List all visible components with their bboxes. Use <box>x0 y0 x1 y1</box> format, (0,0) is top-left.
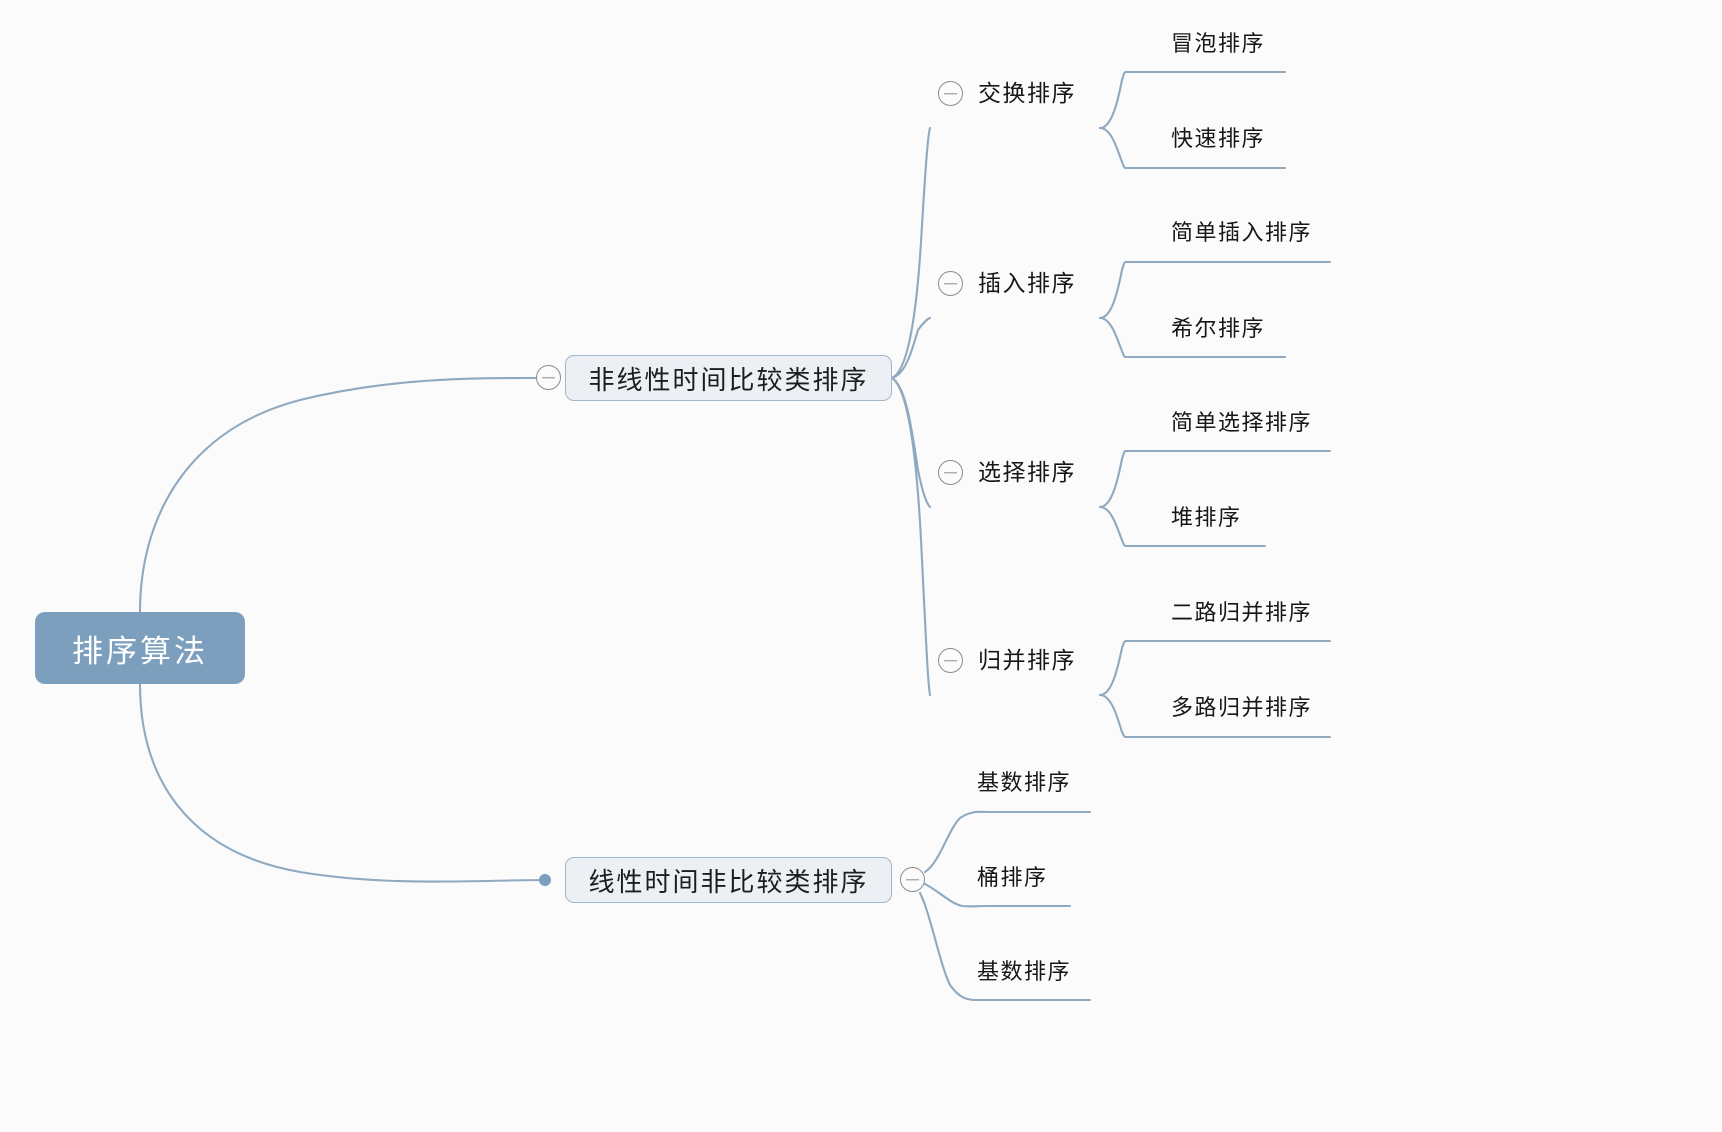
edge-insertion-to-jiandan <box>1098 260 1128 320</box>
leaf-node-bubble-sort[interactable]: 冒泡排序 <box>1171 31 1266 56</box>
edge-nonlinear-to-exchange <box>890 126 932 380</box>
branch-node-nonlinear-label: 非线性时间比较类排序 <box>588 365 869 395</box>
root-node-label: 排序算法 <box>72 633 208 669</box>
branch-node-nonlinear[interactable]: 非线性时间比较类排序 <box>565 355 892 401</box>
edge-linear-to-jishu1 <box>923 810 992 874</box>
edge-selection-to-jiandan <box>1098 449 1128 509</box>
root-node[interactable]: 排序算法 <box>35 612 245 684</box>
collapse-toggle-insertion-minus-circle-icon[interactable] <box>938 271 963 296</box>
leaf-node-shell-sort[interactable]: 希尔排序 <box>1171 316 1266 341</box>
edge-merge-to-duolu <box>1098 693 1128 739</box>
subbranch-node-selection[interactable]: 选择排序 <box>978 460 1076 485</box>
edge-insertion-to-xier <box>1098 316 1128 359</box>
leaf-node-multi-way-merge-sort[interactable]: 多路归并排序 <box>1171 695 1313 720</box>
branch-node-linear-label: 线性时间非比较类排序 <box>588 867 869 897</box>
edge-nonlinear-to-merge <box>890 376 932 697</box>
edge-nonlinear-to-selection <box>890 376 932 509</box>
collapse-toggle-merge-minus-circle-icon[interactable] <box>938 648 963 673</box>
leaf-node-heap-sort[interactable]: 堆排序 <box>1171 505 1242 530</box>
leaf-node-simple-insertion-sort[interactable]: 简单插入排序 <box>1171 220 1313 245</box>
edge-nonlinear-to-insertion <box>890 316 932 380</box>
leaf-node-two-way-merge-sort[interactable]: 二路归并排序 <box>1171 600 1313 625</box>
branch-node-linear[interactable]: 线性时间非比较类排序 <box>565 857 892 903</box>
edge-exchange-to-kuaisu <box>1098 126 1128 170</box>
collapse-toggle-exchange-minus-circle-icon[interactable] <box>938 81 963 106</box>
edge-root-to-linear <box>138 682 547 883</box>
subbranch-node-exchange[interactable]: 交换排序 <box>978 81 1076 106</box>
leaf-node-radix-sort-2[interactable]: 基数排序 <box>977 959 1072 984</box>
leaf-node-bucket-sort[interactable]: 桶排序 <box>977 865 1048 890</box>
edge-merge-to-erlu <box>1098 639 1128 697</box>
connector-dot-linear <box>539 874 551 886</box>
edge-linear-to-jishu2 <box>918 891 977 1002</box>
edge-exchange-to-maopao <box>1098 70 1128 130</box>
edge-selection-to-dui <box>1098 505 1128 548</box>
subbranch-node-insertion[interactable]: 插入排序 <box>978 271 1076 296</box>
collapse-toggle-nonlinear-minus-circle-icon[interactable] <box>536 365 561 390</box>
edge-root-to-nonlinear <box>138 376 538 614</box>
collapse-toggle-linear-minus-circle-icon[interactable] <box>900 867 925 892</box>
leaf-node-simple-selection-sort[interactable]: 简单选择排序 <box>1171 410 1313 435</box>
leaf-node-quick-sort[interactable]: 快速排序 <box>1171 126 1266 151</box>
leaf-node-radix-sort-1[interactable]: 基数排序 <box>977 770 1072 795</box>
subbranch-node-merge[interactable]: 归并排序 <box>978 648 1076 673</box>
collapse-toggle-selection-minus-circle-icon[interactable] <box>938 460 963 485</box>
